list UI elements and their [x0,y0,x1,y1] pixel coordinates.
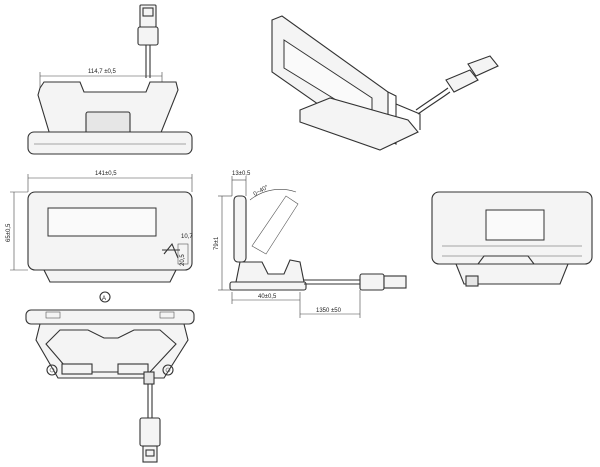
top-view-stand: 114,7 ±0,5 [27,4,193,155]
dim-front-width: 141±0,5 [95,171,117,177]
dim-front-height: 65±0,5 [6,223,12,242]
dim-side-depth: 40±0,5 [258,294,277,300]
rear-view [431,191,593,287]
isometric-view [271,15,499,151]
dim-side-top: 13±0,5 [232,171,251,177]
view-marker-a: A [99,291,111,303]
dim-front-small-a: 10,7 [181,234,193,240]
view-marker-label: A [102,296,106,302]
dim-front-small-b: 20,5 [180,254,186,266]
bottom-view [25,309,195,463]
dim-top-width: 114,7 ±0,5 [88,69,117,75]
dim-cable-length: 1350 ±50 [316,308,342,314]
side-view: 13±0,5 79±1 0~40° 40±0,5 1350 ±50 [214,171,407,318]
dim-side-height: 79±1 [214,236,220,250]
front-view: 141±0,5 65±0,5 10,7 20,5 [6,171,193,283]
